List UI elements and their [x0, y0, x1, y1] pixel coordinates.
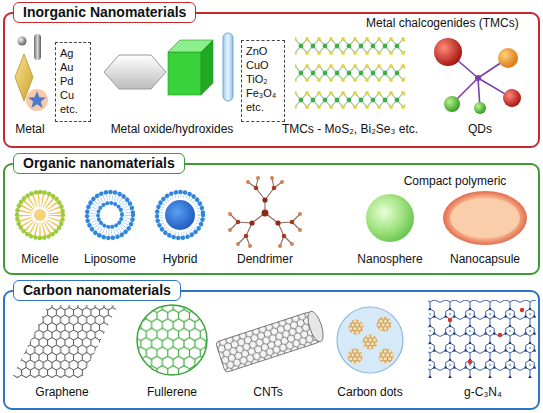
item-label: Nanocapsule: [440, 252, 530, 266]
quantum-dots: [434, 38, 521, 114]
panel-heading: Organic nanomaterials: [13, 153, 185, 174]
tmc-lattice: [295, 35, 405, 111]
item-label: Micelle: [5, 252, 75, 266]
element-list: Ag Au Pd Cu etc.: [60, 46, 86, 116]
nanosphere-shape: [366, 194, 414, 242]
panel-heading: Inorganic Nanomaterials: [13, 2, 196, 23]
item-label: Carbon dots: [325, 385, 415, 399]
metal-particles: [15, 34, 48, 111]
item-label: CNTs: [238, 385, 298, 399]
item-label: Nanosphere: [345, 252, 435, 266]
item-label: Liposome: [75, 252, 145, 266]
element-list-box: Ag Au Pd Cu etc.: [55, 42, 91, 122]
hybrid-shape: [157, 192, 203, 238]
graphene-sheet: [12, 305, 118, 378]
nanocapsule-shape: [443, 191, 527, 245]
category-panel: Carbon nanomaterials: [3, 290, 540, 410]
item-label: Fullerene: [132, 385, 212, 399]
item-label: Metal oxide/hydroxides: [97, 122, 247, 136]
group-label: Metal chalcogenides (TMCs): [366, 16, 538, 30]
panel-heading: Carbon nanomaterials: [13, 280, 181, 301]
carbon-dots-shape: [337, 307, 403, 373]
group-label: Compact polymeric: [390, 174, 520, 188]
element-list: ZnO CuO TiO₂ Fe₃O₄ etc.: [246, 44, 280, 114]
dendrimer-shape: [228, 176, 302, 248]
liposome-shape: [87, 192, 133, 238]
item-label: g-C₃N₄: [448, 385, 518, 399]
item-label: QDs: [455, 122, 505, 136]
item-label: Metal: [0, 122, 60, 136]
g-c3n4-network: [428, 300, 536, 378]
item-label: Dendrimer: [225, 252, 305, 266]
item-label: TMCs - MoS₂, Bi₂Se₃ etc.: [275, 122, 425, 136]
item-label: Graphene: [22, 385, 102, 399]
fullerene-shape: [137, 305, 207, 375]
micelle-shape: [17, 192, 63, 238]
metal-oxide-particles: [104, 33, 233, 101]
item-label: Hybrid: [145, 252, 215, 266]
category-panel: Inorganic NanomaterialsAg Au Pd Cu etc.Z…: [3, 12, 540, 148]
category-panel: Organic nanomaterials: [3, 163, 540, 275]
element-list-box: ZnO CuO TiO₂ Fe₃O₄ etc.: [241, 40, 285, 122]
nanotube-shape: [216, 309, 327, 372]
